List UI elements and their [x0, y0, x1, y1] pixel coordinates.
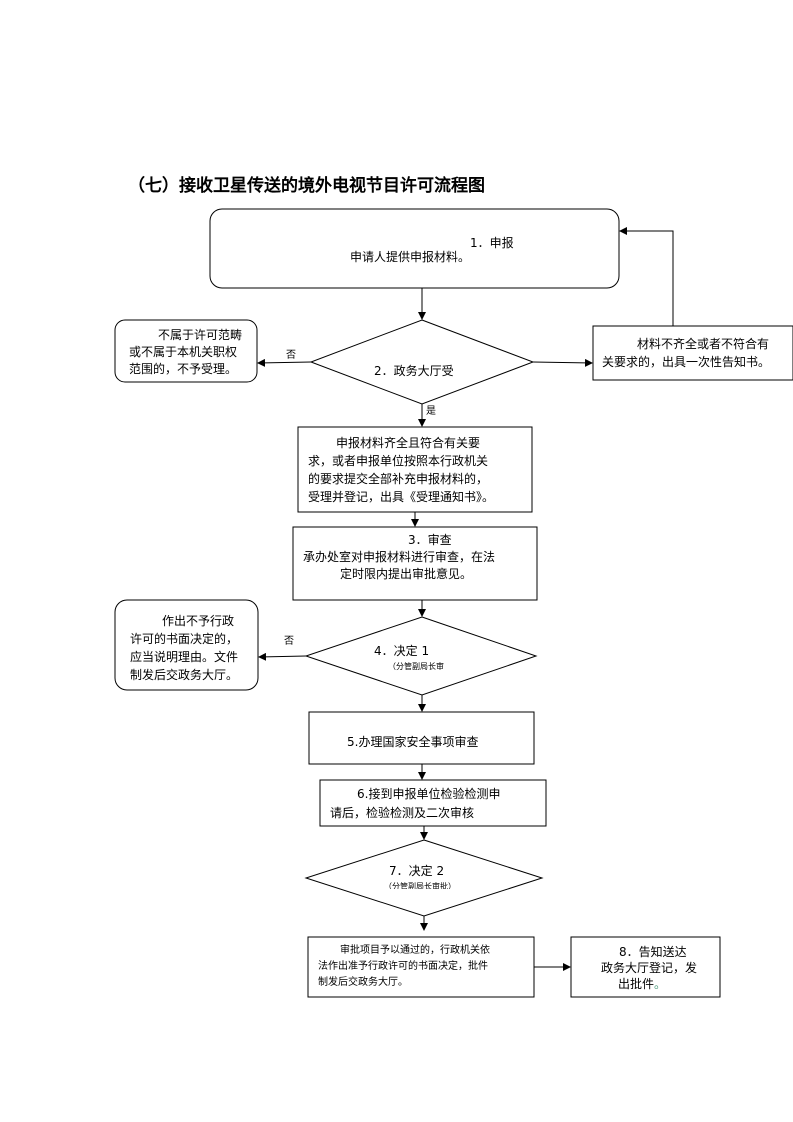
incomplete-line1: 材料不齐全或者不符合有 [637, 337, 770, 351]
node-3-title: 3．审查 [408, 533, 452, 547]
accept-line1: 申报材料齐全且符合有关要 [336, 436, 481, 450]
node-3-line3: 定时限内提出审批意见。 [340, 567, 473, 581]
edge-label-yes: 是 [426, 406, 436, 417]
reject-scope-line1: 不属于许可范畴 [158, 328, 243, 342]
reject-decision-line3: 应当说明理由。文件 [130, 650, 239, 664]
node-8-line3: 出批件。 [618, 975, 666, 993]
node-8-line3-dot: 。 [654, 977, 667, 991]
node-8-line3-text: 出批件 [618, 977, 655, 991]
decision-4-sub: （分管副局长审 [388, 662, 444, 671]
edge-label-no-1: 否 [286, 350, 296, 361]
approve-line3: 制发后交政务大厅。 [318, 977, 408, 988]
approve-line1: 审批项目予以通过的，行政机关依 [340, 945, 490, 956]
node-1-desc: 申请人提供申报材料。 [350, 250, 471, 264]
node-1-box [209, 208, 620, 289]
accept-line2: 求，或者申报单位按照本行政机关 [308, 454, 489, 468]
approve-line2: 法作出准予行政许可的书面决定，批件 [318, 961, 488, 972]
node-3-box [292, 526, 538, 601]
arrow-4-to-left [258, 652, 307, 661]
node-1-title: 1．申报 [470, 236, 514, 250]
reject-decision-box [114, 599, 259, 691]
node-5-label: 5.办理国家安全事项审查 [347, 735, 479, 749]
decision-7-label: 7．决定 2 [389, 864, 445, 878]
node-6-line1: 6.接到申报单位检验检测申 [357, 787, 501, 801]
node-6-line2: 请后，检验检测及二次审核 [330, 806, 475, 820]
reject-scope-box [114, 319, 258, 383]
page-title: （七）接收卫星传送的境外电视节目许可流程图 [128, 176, 485, 196]
edge-label-no-2: 否 [284, 636, 294, 647]
node-3-line2: 承办处室对申报材料进行审查，在法 [303, 550, 496, 564]
reject-decision-line2: 许可的书面决定的， [130, 632, 239, 646]
arrow-right-back-to-1 [619, 227, 674, 326]
decision-2-label: 2．政务大厅受 [374, 364, 454, 378]
arrow-2-to-left [257, 358, 312, 367]
decision-4-label: 4．决定 1 [374, 644, 430, 658]
node-8-box [570, 936, 721, 998]
node-6-box [319, 779, 547, 827]
node-8-title: 8．告知送达 [619, 945, 687, 959]
decision-7-sub: （分管副局长审批） [384, 882, 456, 889]
reject-decision-line1: 作出不予行政 [162, 614, 235, 628]
reject-decision-line4: 制发后交政务大厅。 [130, 668, 239, 682]
accept-line4: 受理并登记，出具《受理通知书》。 [308, 490, 495, 504]
incomplete-materials-box [592, 325, 793, 381]
reject-scope-line2: 或不属于本机关职权 [129, 345, 238, 359]
incomplete-line2: 关要求的，出具一次性告知书。 [602, 355, 771, 369]
accept-line3: 的要求提交全部补充申报材料的， [308, 472, 489, 486]
reject-scope-line3: 范围的，不予受理。 [129, 362, 238, 376]
node-8-line2: 政务大厅登记，发 [601, 961, 698, 975]
arrow-2-to-right [532, 358, 593, 367]
